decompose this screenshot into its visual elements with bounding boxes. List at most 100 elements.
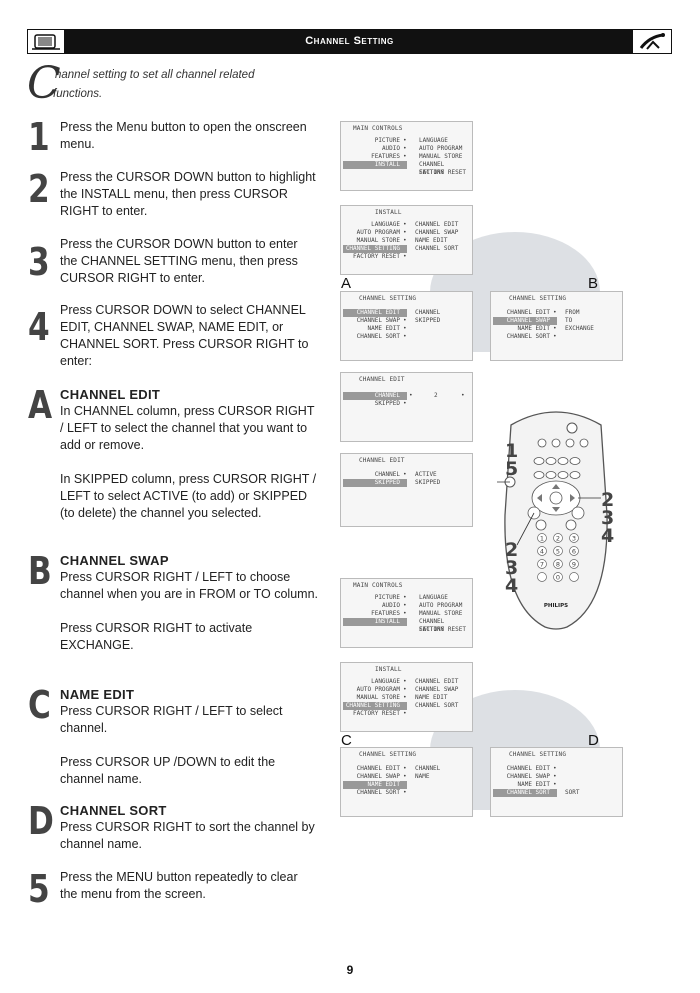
- remote-control: 1 2 3 4 5 6 7 8 9 0 PHILIPS: [497, 411, 608, 630]
- menu-row: SKIPPED: [374, 479, 400, 486]
- menu-screen-channel-setting-b: CHANNEL SETTING CHANNEL EDIT•FROM CHANNE…: [490, 291, 623, 361]
- menu-row: FEATURES: [371, 610, 400, 617]
- remote-key: 1: [540, 535, 544, 543]
- menu-row: CHANNEL SETTING: [419, 618, 445, 633]
- sub-para: Press CURSOR RIGHT / LEFT to choose chan…: [60, 570, 318, 601]
- sub-section-b: CHANNEL SWAP Press CURSOR RIGHT / LEFT t…: [60, 552, 318, 654]
- sub-para: Press CURSOR RIGHT to activate EXCHANGE.: [60, 621, 253, 652]
- menu-row: NAME EDIT: [415, 694, 448, 701]
- menu-row: SKIPPED: [374, 400, 400, 407]
- menu-row: FACTORY RESET: [353, 710, 400, 717]
- menu-row: NAME EDIT: [517, 325, 550, 332]
- sub-section-a: CHANNEL EDIT In CHANNEL column, press CU…: [60, 386, 318, 522]
- callout-number: 4: [601, 525, 615, 547]
- sub-heading: CHANNEL EDIT: [60, 387, 161, 402]
- menu-row: CHANNEL EDIT: [415, 678, 459, 685]
- screen-title: CHANNEL EDIT: [359, 376, 405, 383]
- screen-title: MAIN CONTROLS: [353, 125, 403, 132]
- menu-screen-channel-edit-1: CHANNEL EDIT CHANNEL•2• SKIPPED•: [340, 372, 473, 442]
- screen-title: MAIN CONTROLS: [353, 582, 403, 589]
- sub-letter: D: [28, 799, 54, 843]
- menu-row: MANUAL STORE: [419, 610, 463, 617]
- menu-row: CHANNEL SWAP: [415, 686, 459, 693]
- step-number: 3: [28, 240, 50, 284]
- step-text: Press the MENU button repeatedly to clea…: [60, 870, 298, 901]
- screen-title: INSTALL: [375, 209, 402, 216]
- menu-row: CHANNEL: [415, 765, 441, 772]
- menu-row: NAME EDIT: [517, 781, 550, 788]
- remote-key: 8: [556, 561, 560, 569]
- menu-row: CHANNEL EDIT: [415, 221, 459, 228]
- page-title: Channel Setting: [305, 35, 394, 47]
- sub-heading: NAME EDIT: [60, 687, 135, 702]
- sub-para: Press CURSOR RIGHT / LEFT to select chan…: [60, 704, 283, 735]
- sub-para: In CHANNEL column, press CURSOR RIGHT / …: [60, 404, 315, 452]
- satellite-dish-icon: [632, 29, 672, 54]
- step-number: 1: [28, 115, 50, 159]
- menu-row: CHANNEL SWAP: [506, 773, 550, 780]
- sub-section-c: NAME EDIT Press CURSOR RIGHT / LEFT to s…: [60, 686, 318, 788]
- menu-row: SORT: [565, 789, 580, 796]
- menu-row: CHANNEL EDIT: [506, 765, 550, 772]
- menu-row: ACTIVE: [415, 471, 437, 478]
- menu-row: AUTO PROGRAM: [356, 229, 400, 236]
- step-text: Press the Menu button to open the onscre…: [60, 120, 307, 151]
- remote-key: 7: [540, 561, 544, 569]
- menu-row: SKIPPED: [415, 479, 441, 486]
- menu-row: NAME EDIT: [415, 237, 448, 244]
- remote-key: 4: [540, 548, 544, 556]
- menu-row: PICTURE: [374, 594, 400, 601]
- menu-row: FACTORY RESET: [353, 253, 400, 260]
- menu-row: CHANNEL SWAP: [356, 317, 400, 324]
- menu-row: CHANNEL: [415, 309, 441, 316]
- menu-row: AUDIO: [381, 145, 400, 152]
- page-header: Channel Setting: [27, 29, 672, 54]
- sub-letter: B: [28, 549, 52, 593]
- menu-row: LANGUAGE: [419, 137, 448, 144]
- menu-row: LANGUAGE: [371, 221, 400, 228]
- diagram-label-d: D: [588, 732, 599, 749]
- menu-row: CHANNEL SORT: [506, 333, 550, 340]
- screen-title: CHANNEL SETTING: [359, 295, 417, 302]
- diagram-label-b: B: [588, 275, 599, 292]
- menu-row: NAME EDIT: [367, 781, 400, 788]
- menu-row: INSTALL: [374, 618, 400, 625]
- remote-key: 6: [572, 548, 576, 556]
- remote-brand: PHILIPS: [544, 603, 568, 609]
- callout-number: 3: [601, 507, 615, 529]
- menu-row: CHANNEL SWAP: [506, 317, 550, 324]
- menu-row: MANUAL STORE: [419, 153, 463, 160]
- menu-row: FROM: [565, 309, 580, 316]
- sub-heading: CHANNEL SORT: [60, 803, 167, 818]
- screen-title: CHANNEL SETTING: [359, 751, 417, 758]
- menu-row: MANUAL STORE: [356, 237, 400, 244]
- step-text: Press CURSOR DOWN to select CHANNEL EDIT…: [60, 303, 309, 368]
- tv-icon: [27, 29, 65, 54]
- step-number: 5: [28, 867, 50, 911]
- step-number: 4: [28, 305, 50, 349]
- menu-row: CHANNEL SETTING: [345, 702, 400, 709]
- menu-screen-main: MAIN CONTROLS PICTURE•LANGUAGE AUDIO•AUT…: [340, 121, 473, 191]
- diagram-label-a: A: [341, 275, 352, 292]
- menu-row: CHANNEL: [374, 471, 400, 478]
- remote-key: 2: [556, 535, 560, 543]
- screen-title: INSTALL: [375, 666, 402, 673]
- sub-para: Press CURSOR UP /DOWN to edit the channe…: [60, 755, 276, 786]
- menu-row: CHANNEL EDIT: [506, 309, 550, 316]
- screen-title: CHANNEL EDIT: [359, 457, 405, 464]
- menu-row: INSTALL: [374, 161, 400, 168]
- page-number: 9: [346, 963, 354, 977]
- callout-number: 5: [505, 458, 519, 480]
- menu-row: PICTURE: [374, 137, 400, 144]
- screen-title: CHANNEL SETTING: [509, 751, 567, 758]
- callout-number: 4: [505, 575, 519, 597]
- step-text: Press the CURSOR DOWN button to enter th…: [60, 237, 298, 285]
- menu-row: AUTO PROGRAM: [419, 602, 463, 609]
- sub-letter: C: [28, 683, 51, 727]
- menu-row: CHANNEL EDIT: [356, 765, 400, 772]
- menu-row: FACTORY RESET: [419, 169, 466, 176]
- channel-value: 2: [434, 392, 438, 399]
- callout-number: 2: [601, 489, 615, 511]
